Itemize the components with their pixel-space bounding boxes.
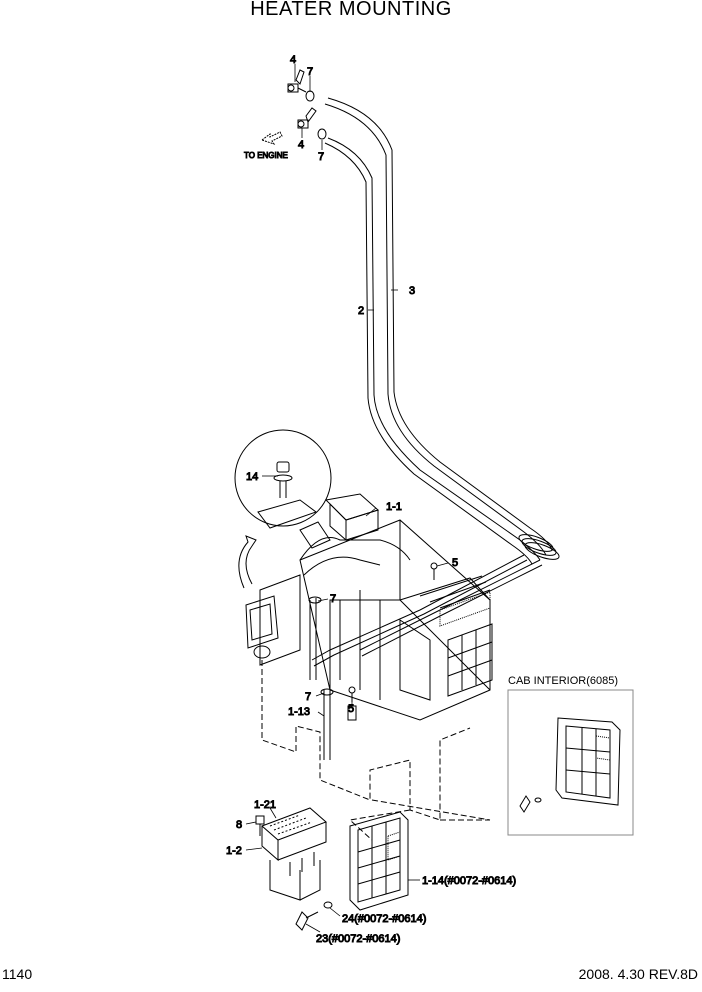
detail-circle-bolt: [234, 429, 332, 529]
callout-7-top: 7: [307, 66, 313, 78]
hose-coil: [311, 534, 560, 667]
callout-23: 23(#0072-#0614): [316, 933, 400, 945]
heater-unit: [245, 493, 493, 721]
page-number: 1140: [2, 966, 33, 982]
callout-7-heater: 7: [330, 593, 336, 605]
cab-interior-box: [507, 689, 634, 836]
callout-4-top: 4: [290, 54, 296, 66]
callout-2: 2: [358, 305, 364, 317]
callout-1-13: 1-13: [288, 706, 310, 718]
callout-5-lower: 5: [348, 703, 354, 715]
page-title: HEATER MOUNTING: [250, 0, 452, 20]
nut-24: [323, 901, 333, 909]
revision-date: 2008. 4.30 REV.8D: [578, 966, 698, 982]
valve-fitting-upper: [287, 69, 307, 93]
clamp-lower: [317, 128, 327, 140]
callout-1-2: 1-2: [226, 845, 242, 857]
detail-arrow: [238, 535, 257, 589]
drain-pipe: [308, 596, 357, 760]
hose-2: [324, 137, 541, 565]
callout-3: 3: [409, 285, 415, 297]
mounting-outline: [261, 660, 491, 841]
leader-lines: [245, 64, 449, 933]
callout-7-lower: 7: [305, 691, 311, 703]
callout-1-14: 1-14(#0072-#0614): [422, 875, 516, 887]
cab-interior-label: CAB INTERIOR(6085): [508, 675, 619, 687]
to-engine-arrow-icon: [260, 131, 283, 145]
hose-3: [324, 97, 553, 556]
bolt-5-lower: [348, 686, 356, 702]
callout-5-upper: 5: [452, 557, 458, 569]
bolt-5-upper: [430, 562, 438, 580]
to-engine-label: TO ENGINE: [244, 151, 288, 160]
valve-fitting-lower: [297, 107, 317, 129]
callout-1-21: 1-21: [254, 799, 276, 811]
clamp-upper: [305, 90, 315, 102]
control-unit: [255, 807, 327, 901]
callout-24: 24(#0072-#0614): [342, 913, 426, 925]
filter-panel: [349, 811, 409, 911]
wing-bolt-23: [295, 911, 319, 931]
callout-1-1: 1-1: [386, 501, 402, 513]
callout-7-mid: 7: [318, 151, 324, 163]
callout-8: 8: [236, 819, 242, 831]
callout-14: 14: [246, 471, 258, 483]
callout-4-mid: 4: [298, 139, 304, 151]
